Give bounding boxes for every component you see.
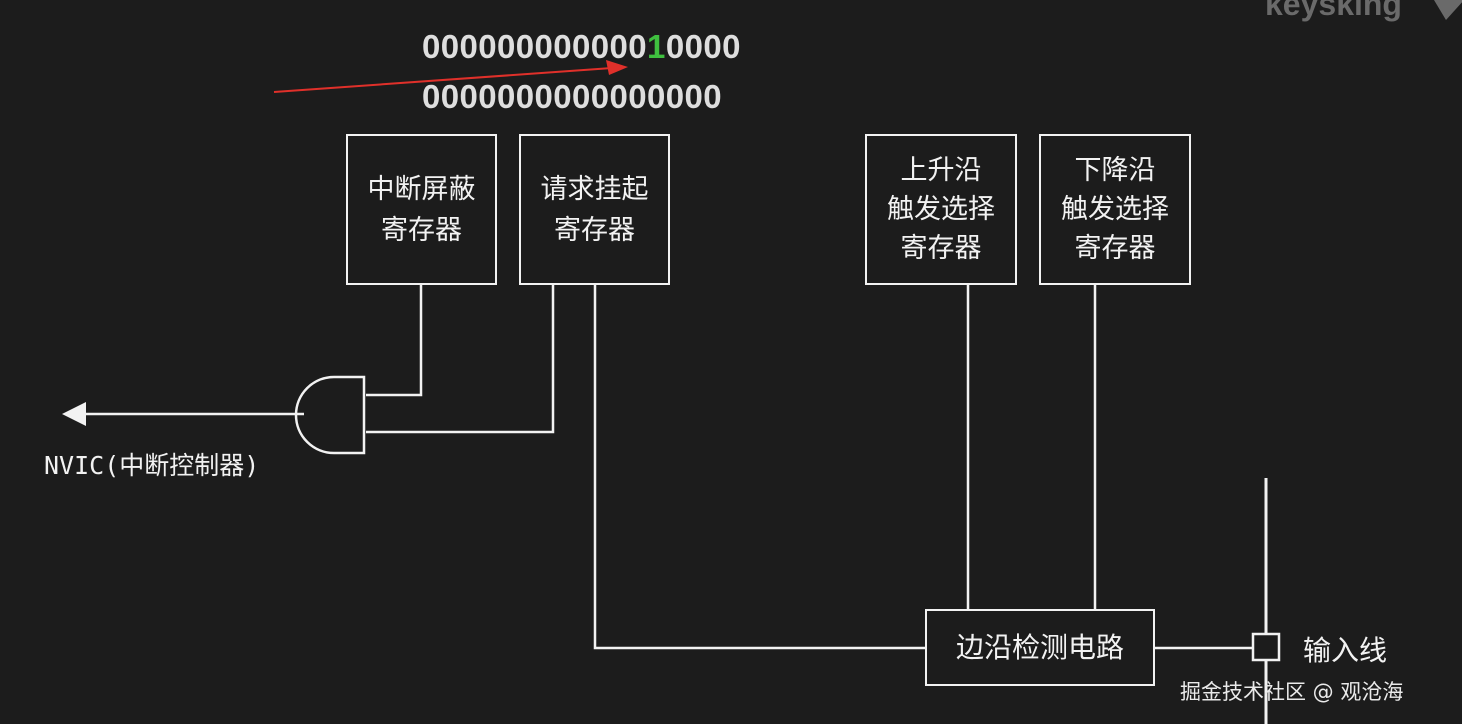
box-rising-line-1: 上升沿 [900,155,982,186]
nvic-arrow-icon [62,402,86,426]
box-mask-line-1: 中断屏蔽 [367,173,476,205]
box-mask-register: 中断屏蔽 寄存器 [346,134,497,285]
wire-pending-to-gate [366,284,555,434]
box-edge-detect-label: 边沿检测电路 [955,631,1124,664]
box-rising-line-2: 触发选择 [887,194,995,225]
brand-watermark: keysking [1265,0,1402,22]
box-edge-detect-circuit: 边沿检测电路 [925,609,1155,686]
box-falling-line-2: 触发选择 [1061,194,1169,225]
bits-row-1-highlight: 1 [647,28,666,65]
bits-row-1-before: 000000000000 [422,28,648,65]
bits-row-2: 0000000000000000 [422,78,723,115]
input-node [1251,632,1281,662]
and-gate [294,375,366,455]
wire-mask-to-gate [366,284,423,397]
play-icon [1434,0,1462,20]
bits-row-1: 00000000000010000 [422,28,741,66]
box-pending-line-2: 寄存器 [554,214,635,246]
bits-row-1-after: 0000 [665,28,741,65]
box-mask-line-2: 寄存器 [381,214,462,246]
box-pending-line-1: 请求挂起 [540,173,649,205]
wire-pending-to-edge [593,284,926,650]
box-falling-line-3: 寄存器 [1074,233,1156,264]
box-pending-register: 请求挂起 寄存器 [519,134,670,285]
box-falling-line-1: 下降沿 [1074,155,1156,186]
red-pointer-arrow [273,60,628,93]
nvic-label: NVIC(中断控制器) [44,451,260,480]
input-line-label: 输入线 [1303,634,1388,667]
box-rising-line-3: 寄存器 [900,233,982,264]
box-rising-edge-register: 上升沿 触发选择 寄存器 [865,134,1017,285]
footer-credit: 掘金技术社区 @ 观沧海 [1180,680,1404,704]
box-falling-edge-register: 下降沿 触发选择 寄存器 [1039,134,1191,285]
